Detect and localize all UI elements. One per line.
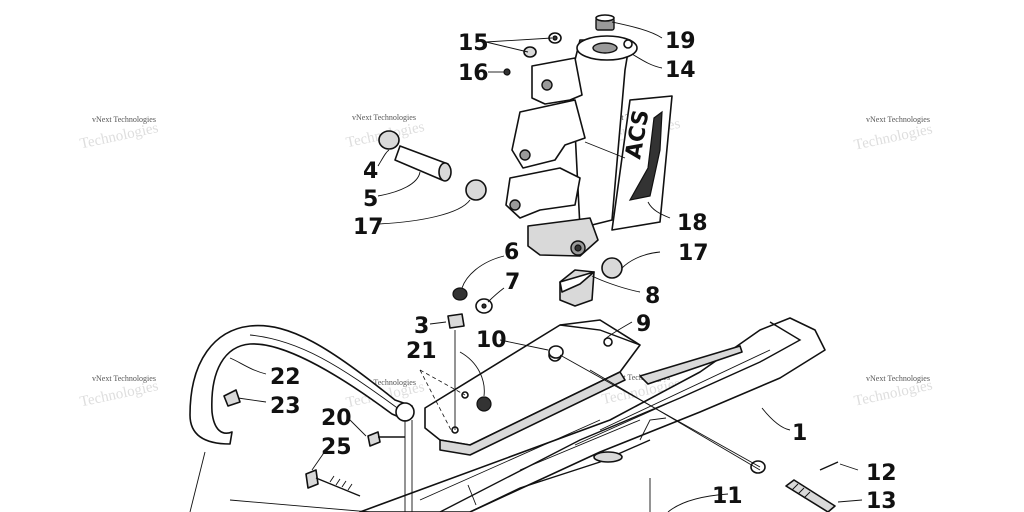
hardware — [305, 14, 839, 512]
svg-text:Technologies: Technologies — [79, 120, 161, 152]
callout-3: 11 — [712, 484, 743, 509]
callout-7: 6 — [504, 240, 519, 265]
svg-text:vNext Technologies: vNext Technologies — [92, 374, 156, 383]
callout-5: 4 — [363, 159, 378, 184]
callout-13: 13 — [866, 489, 897, 512]
watermark-top-right: Technologies vNext Technologies — [853, 115, 935, 154]
svg-text:vNext Technologies: vNext Technologies — [866, 115, 930, 124]
callout-9: 8 — [645, 284, 660, 309]
callout-1: 1 — [792, 421, 807, 446]
callout-20: 20 — [321, 406, 352, 431]
ski-body — [359, 317, 826, 512]
callout-25: 25 — [321, 435, 352, 460]
callout-6: 5 — [363, 187, 378, 212]
callout-16: 16 — [458, 61, 489, 86]
leader-lines — [189, 21, 863, 512]
callout-14: 14 — [665, 58, 696, 83]
callout-15: 15 — [458, 31, 489, 56]
callout-4: 3 — [414, 314, 429, 339]
callout-11: 10 — [476, 328, 507, 353]
callout-17b: 17 — [678, 241, 709, 266]
svg-text:vNext Technologies: vNext Technologies — [352, 378, 416, 387]
callout-19: 19 — [665, 29, 696, 54]
watermark-top-left: Technologies vNext Technologies — [79, 115, 161, 152]
spindle-assembly — [505, 35, 638, 257]
callout-22: 22 — [270, 365, 301, 390]
watermark-bottom-left: Technologies vNext Technologies — [79, 374, 161, 410]
callout-12: 12 — [866, 461, 897, 486]
svg-text:Technologies: Technologies — [853, 121, 935, 153]
spindle-decal: ACS — [611, 95, 673, 231]
callout-10: 9 — [636, 312, 651, 337]
svg-text:vNext Technologies: vNext Technologies — [92, 115, 156, 124]
callout-8: 7 — [505, 270, 520, 295]
svg-text:vNext Technologies: vNext Technologies — [352, 113, 416, 122]
ski-loop — [189, 324, 415, 445]
callout-21: 21 — [406, 339, 437, 364]
watermark-bottom-right: Technologies vNext Technologies — [853, 374, 935, 410]
callout-17a: 17 — [353, 215, 384, 240]
callouts: 15 16 19 14 4 5 17 18 6 17 7 8 3 9 10 21… — [270, 29, 897, 512]
callout-23: 23 — [270, 394, 301, 419]
svg-text:vNext Technologies: vNext Technologies — [866, 374, 930, 383]
svg-text:vNext Technologies: vNext Technologies — [606, 373, 670, 382]
callout-18: 18 — [677, 211, 708, 236]
wear-block — [559, 269, 595, 307]
